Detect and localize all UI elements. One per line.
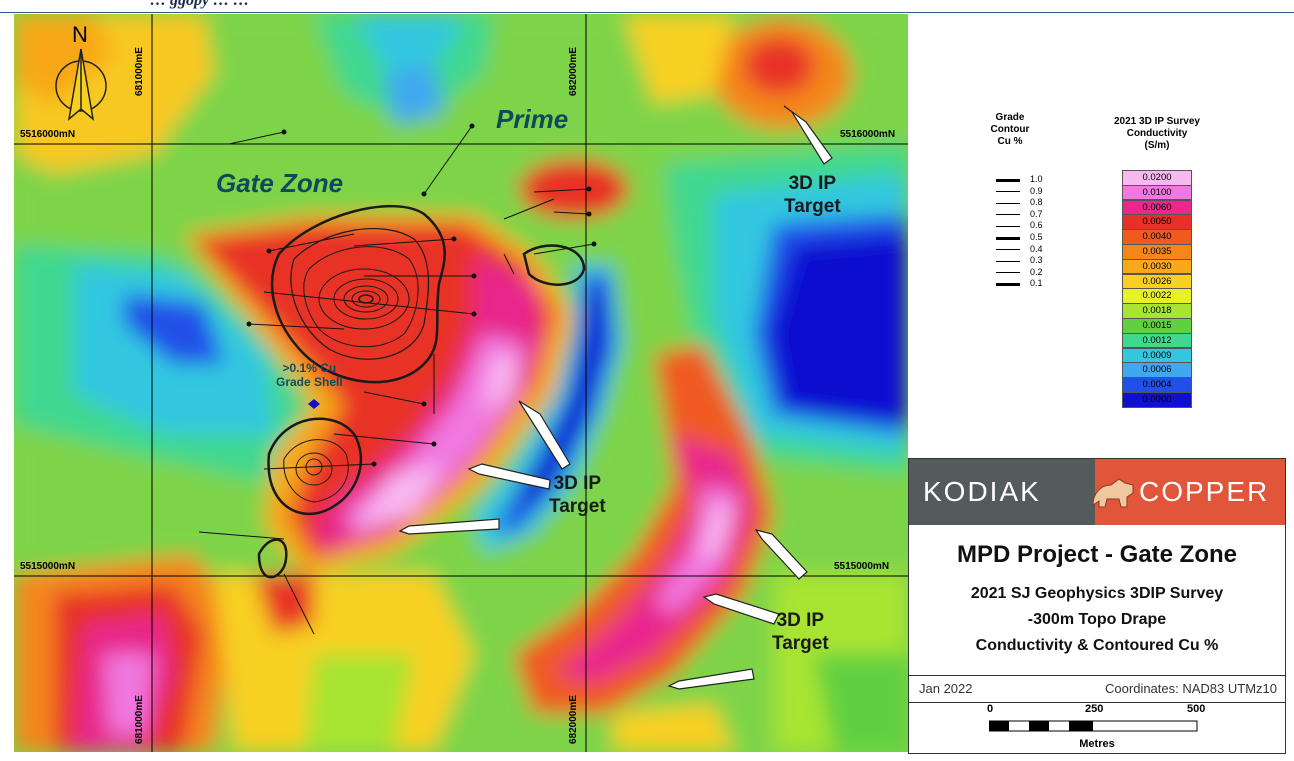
grid-easting-label-bottom-left: 681000mE [134, 695, 145, 744]
target-label-central: 3D IP Target [549, 473, 606, 517]
conductivity-legend-title: 2021 3D IP Survey Conductivity (S/m) [1114, 116, 1200, 151]
grid-easting-label-top-left: 681000mE [134, 47, 145, 96]
coordinate-system: Coordinates: NAD83 UTMz10 [1105, 681, 1277, 696]
scale-tick-500: 500 [1187, 703, 1206, 715]
map-date: Jan 2022 [919, 681, 973, 696]
conductivity-row: 0.0009 [1122, 347, 1192, 364]
grade-line-swatch [996, 282, 1020, 286]
grade-value: 0.6 [1030, 220, 1043, 231]
grade-shell-marker-icon [308, 399, 320, 409]
grade-value: 0.4 [1030, 243, 1043, 254]
gate-zone-label: Gate Zone [216, 168, 344, 198]
grid-northing-label-lower-right: 5515000mN [834, 561, 890, 572]
map-grid [14, 14, 908, 752]
grid-northing-label-upper-left: 5516000mN [20, 129, 76, 140]
grade-value: 0.1 [1030, 278, 1043, 289]
grade-value: 0.3 [1030, 255, 1043, 266]
project-title: MPD Project - Gate Zone [956, 541, 1238, 568]
grid-northing-label-upper-right: 5516000mN [840, 129, 896, 140]
conductivity-row: 0.0200 [1122, 170, 1192, 186]
subtitle-conductivity: Conductivity & Contoured Cu % [975, 637, 1219, 654]
grade-line-swatch [996, 272, 1020, 274]
grade-line-swatch [996, 225, 1020, 227]
conductivity-row: 0.0004 [1122, 377, 1192, 393]
conductivity-row: 0.0006 [1122, 362, 1192, 378]
scale-tick-0: 0 [987, 703, 994, 715]
grade-line-swatch [996, 260, 1020, 262]
conductivity-row: 0.0060 [1122, 199, 1192, 216]
conductivity-row: 0.0100 [1122, 184, 1192, 201]
grade-shell-label: >0.1% Cu Grade Shell [276, 361, 343, 389]
grade-value: 0.9 [1030, 185, 1043, 196]
grade-line-swatch [996, 191, 1020, 193]
drill-traces [198, 123, 597, 635]
info-bar: Jan 2022 Coordinates: NAD83 UTMz10 [909, 675, 1285, 703]
subtitle-survey: 2021 SJ Geophysics 3DIP Survey [970, 585, 1224, 602]
header-partial-title: … ggopy … … [150, 0, 250, 9]
conductivity-row: 0.0022 [1122, 288, 1192, 304]
conductivity-row: 0.0030 [1122, 258, 1192, 275]
target-label-north: 3D IP Target [784, 173, 841, 217]
logo-text-right: COPPER [1139, 476, 1270, 507]
north-label: N [72, 22, 88, 47]
subtitle-drape: -300m Topo Drape [1027, 611, 1167, 628]
conductivity-row: 0.0012 [1122, 332, 1192, 349]
conductivity-row: 0.0000 [1122, 392, 1192, 408]
grid-easting-label-bottom-right: 682000mE [568, 695, 579, 744]
prime-label: Prime [496, 104, 569, 134]
grade-line-swatch [996, 214, 1020, 216]
grade-line-swatch [996, 236, 1020, 240]
scale-bar [989, 720, 1198, 732]
conductivity-row: 0.0018 [1122, 303, 1192, 319]
grid-easting-label-top-right: 682000mE [568, 47, 579, 96]
grid-northing-label-lower-left: 5515000mN [20, 561, 76, 572]
conductivity-row: 0.0035 [1122, 244, 1192, 260]
conductivity-row: 0.0026 [1122, 273, 1192, 290]
grade-contours [257, 204, 586, 579]
bear-icon [1092, 478, 1134, 508]
grade-contour-legend-title: Grade Contour Cu % [990, 112, 1030, 147]
target-label-south: 3D IP Target [772, 610, 829, 654]
target-arrows [398, 105, 833, 690]
logo-text-left: KODIAK [923, 476, 1041, 507]
conductivity-row: 0.0050 [1122, 214, 1192, 230]
grade-line-swatch [996, 249, 1020, 251]
grade-value: 0.7 [1030, 208, 1043, 219]
geophysics-map: N 681000mE 682000mE 681000mE 682000mE 55… [14, 14, 908, 752]
grade-line-swatch [996, 178, 1020, 182]
grade-value: 1.0 [1030, 174, 1043, 184]
grade-value: 0.8 [1030, 197, 1043, 208]
grade-line-swatch [996, 202, 1020, 204]
grade-value: 0.5 [1030, 232, 1043, 242]
map-legend: Grade Contour Cu % 2021 3D IP Survey Con… [960, 112, 1240, 412]
conductivity-row: 0.0015 [1122, 318, 1192, 334]
grade-value: 0.2 [1030, 266, 1043, 277]
title-block: KODIAK COPPER MPD Project - Gate Zone 20… [908, 458, 1286, 754]
north-arrow-icon [55, 48, 107, 121]
scale-tick-250: 250 [1085, 703, 1104, 715]
conductivity-row: 0.0040 [1122, 229, 1192, 245]
company-logo: KODIAK COPPER [909, 459, 1285, 525]
scale-unit-label: Metres [1079, 738, 1115, 750]
map-raster [14, 14, 908, 752]
top-bar: … ggopy … … [0, 0, 1294, 13]
